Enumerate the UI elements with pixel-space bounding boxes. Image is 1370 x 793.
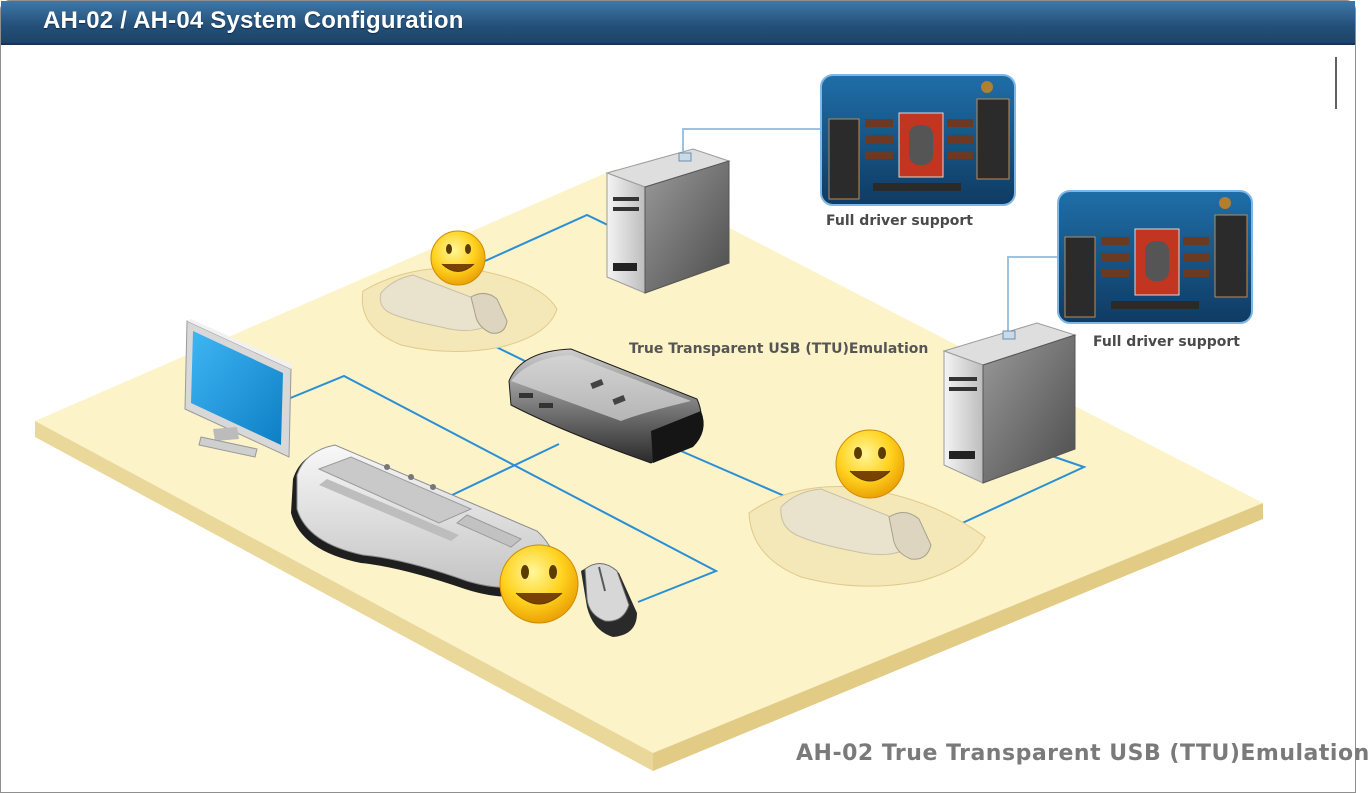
monitor [184, 319, 293, 458]
desk-set-2 [748, 486, 986, 587]
driver-software-window-2 [1057, 190, 1253, 324]
desk-set-1 [361, 267, 558, 353]
ttu-emulation-label: True Transparent USB (TTU)Emulation [629, 341, 929, 357]
smiley-icon-1 [430, 230, 486, 286]
driver-support-label-2: Full driver support [1093, 334, 1240, 350]
driver-software-window-1 [820, 74, 1016, 206]
scroll-indicator [1335, 57, 1337, 109]
page-title: AH-02 / AH-04 System Configuration [43, 7, 464, 34]
mouse-main [581, 563, 637, 637]
smiley-icon-3 [499, 544, 579, 624]
computer-tower-1 [605, 148, 731, 294]
computer-tower-2 [942, 322, 1077, 484]
driver-support-label-1: Full driver support [826, 213, 973, 229]
smiley-icon-2 [835, 429, 905, 499]
footer-caption: AH-02 True Transparent USB (TTU)Emulatio… [796, 741, 1370, 766]
keyboard-main [291, 444, 559, 597]
title-bar: AH-02 / AH-04 System Configuration [1, 1, 1355, 45]
usb-hub-device [508, 348, 704, 464]
